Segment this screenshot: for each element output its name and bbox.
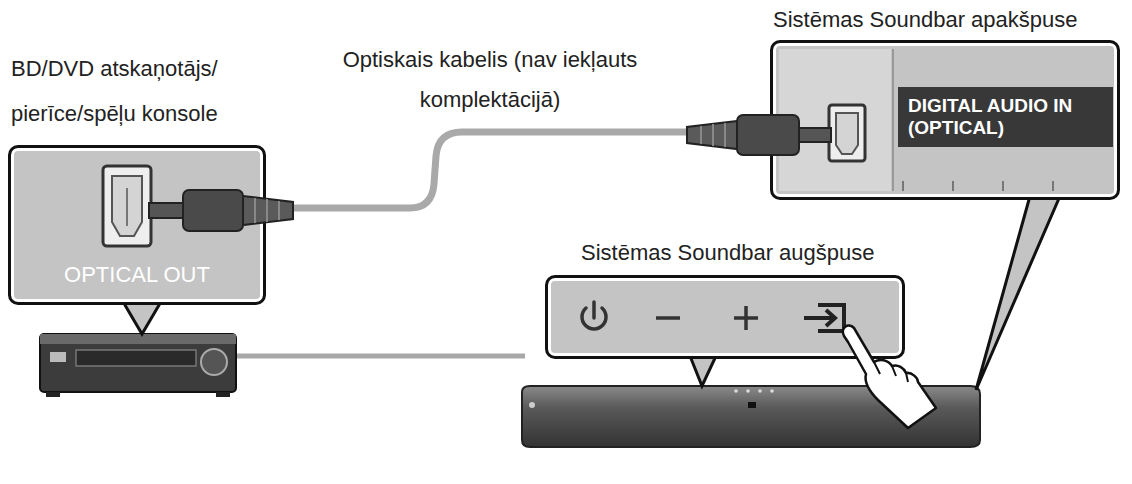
device-callout: BD/DVD atskaņotājs/ pierīce/spēļu konsol…	[8, 145, 266, 305]
callout-heading: Sistēmas Soundbar apakšpuse	[773, 7, 1078, 33]
input-label-box: DIGITAL AUDIO IN (OPTICAL)	[898, 87, 1113, 147]
hand	[843, 326, 936, 428]
bottom-callout: Sistēmas Soundbar apakšpuseDIGITAL AUDIO…	[770, 40, 1120, 200]
cable-label: Optiskais kabelis (nav iekļauts komplekt…	[330, 40, 650, 120]
device-heading: BD/DVD atskaņotājs/ pierīce/spēļu konsol…	[11, 46, 271, 136]
callout-tail	[976, 196, 1060, 390]
player-device	[40, 334, 236, 397]
shelf-line	[230, 354, 525, 359]
callout-heading: Sistēmas Soundbar augšpuse	[581, 240, 875, 266]
top-callout: Sistēmas Soundbar augšpuse	[545, 275, 905, 359]
input-label: DIGITAL AUDIO IN (OPTICAL)	[908, 95, 1088, 139]
port-label: OPTICAL OUT	[11, 262, 263, 288]
callout-tail	[122, 300, 162, 334]
callout-tail	[690, 356, 716, 386]
part-illustration	[548, 278, 908, 362]
